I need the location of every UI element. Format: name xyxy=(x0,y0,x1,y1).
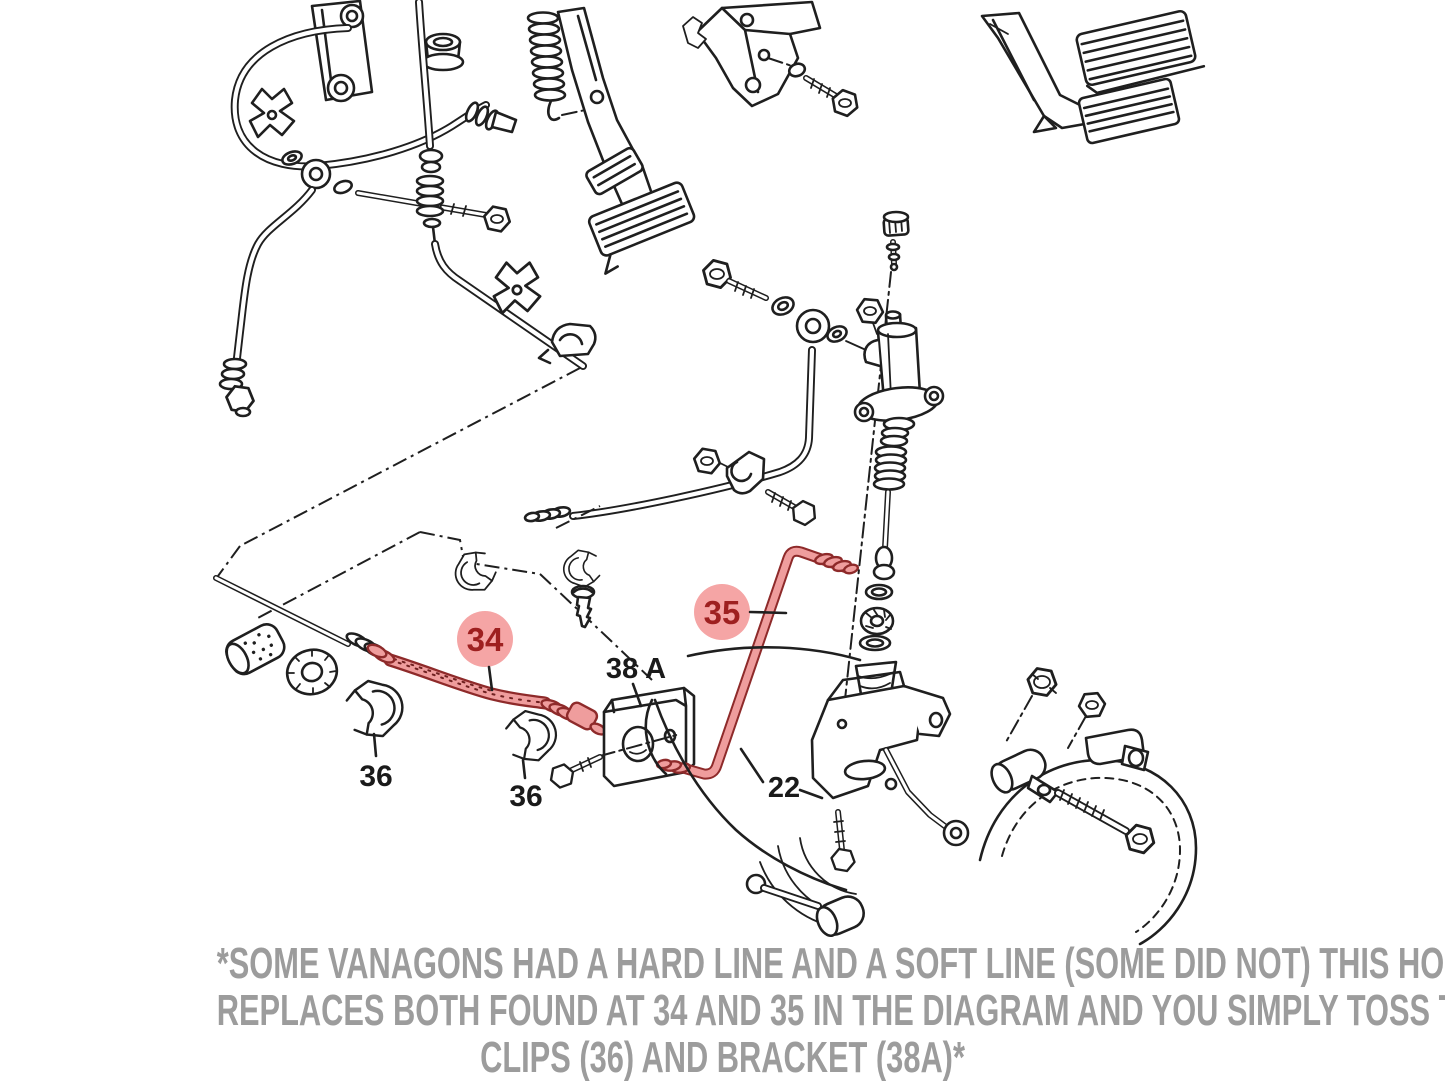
pedal-pad-brake xyxy=(1077,77,1181,145)
small-clip xyxy=(559,546,602,591)
part-label-34: 34 xyxy=(467,621,504,658)
banjo-bolt-group xyxy=(698,257,867,351)
retaining-clip-icon xyxy=(492,261,542,315)
housing-bolt xyxy=(1058,790,1159,857)
part-label-36-second: 36 xyxy=(509,780,542,813)
line-clip-36-second xyxy=(502,703,563,768)
hose34-right-fitting xyxy=(540,698,607,736)
clutch-pedal xyxy=(556,6,696,275)
label-36-first-group: 36 xyxy=(359,732,393,793)
mounting-flange xyxy=(853,385,945,432)
hard-pipe-to-floor xyxy=(523,350,812,523)
caption-line-3: CLIPS (36) AND BRACKET (38A)* xyxy=(480,1033,965,1082)
self-tapping-screw xyxy=(570,584,596,629)
pipe-clamp xyxy=(537,322,597,365)
leader-line-35 xyxy=(748,610,788,615)
firewall-bushing xyxy=(421,32,465,72)
pedal-pad-lower xyxy=(587,181,696,275)
pedal-mount-bracket xyxy=(682,0,863,120)
cap-nut xyxy=(882,210,910,237)
spring xyxy=(872,445,908,491)
selector-lever xyxy=(745,873,865,938)
part-label-22: 22 xyxy=(768,772,800,804)
pipe35-top-fitting xyxy=(814,552,860,575)
bracket-bolt-lower xyxy=(828,809,858,874)
slave-cylinder-stack xyxy=(839,210,945,747)
line-clip-36-first xyxy=(342,672,411,744)
knurled-retainer xyxy=(859,606,895,636)
highlight-circle-35 xyxy=(694,584,750,640)
small-clip xyxy=(446,544,502,601)
bleeder-valve xyxy=(885,239,901,272)
top-lug xyxy=(1084,728,1150,772)
accelerator-pedal xyxy=(980,11,1098,134)
label-34-group: 34 xyxy=(457,611,513,692)
label-38a-group: 38 A xyxy=(606,653,666,708)
bell-housing xyxy=(978,665,1198,946)
lock-nut xyxy=(1024,665,1060,699)
mount-nut xyxy=(854,297,886,335)
part-label-38a: 38 A xyxy=(606,653,666,685)
slave-cylinder-body xyxy=(863,310,922,402)
caption-line-2: REPLACES BOTH FOUND AT 34 AND 35 IN THE … xyxy=(216,986,1445,1035)
supply-pipe-top xyxy=(417,2,583,366)
label-22-group: 22 xyxy=(739,747,824,804)
clutch-master-cylinder xyxy=(310,0,374,103)
highlight-circle-34 xyxy=(457,611,513,667)
transmission-case xyxy=(644,645,865,938)
retaining-clip-icon xyxy=(248,87,296,139)
pushrod xyxy=(872,489,896,581)
hex-nut xyxy=(1076,691,1108,719)
hose-end-fitting xyxy=(218,357,257,418)
pedal-pad-upper xyxy=(585,146,644,196)
part-label-35: 35 xyxy=(704,594,741,631)
caption-line-1: *SOME VANAGONS HAD A HARD LINE AND A SOF… xyxy=(216,939,1445,988)
pedal-pad-accelerator xyxy=(1075,9,1206,95)
leader-line-34 xyxy=(487,665,494,692)
master-cylinder-loop-hose xyxy=(235,28,518,166)
label-35-group: 35 xyxy=(694,584,788,640)
bracket-22 xyxy=(810,670,970,874)
hose34-left-fitting xyxy=(366,643,396,664)
pass-through-grommet xyxy=(225,623,286,676)
pedal-return-spring xyxy=(526,11,591,122)
part-label-36-first: 36 xyxy=(359,760,392,793)
caption: *SOME VANAGONS HAD A HARD LINE AND A SOF… xyxy=(0,940,1445,1081)
label-36-second-group: 36 xyxy=(509,758,543,813)
floor-panel-outline xyxy=(217,367,653,681)
ribbed-grommet xyxy=(285,648,339,696)
bracket-bolt xyxy=(546,754,603,791)
highlighted-soft-hose-34 xyxy=(366,643,607,736)
loop-hose-fitting xyxy=(464,101,518,134)
pipe-mount-hardware xyxy=(690,446,821,529)
